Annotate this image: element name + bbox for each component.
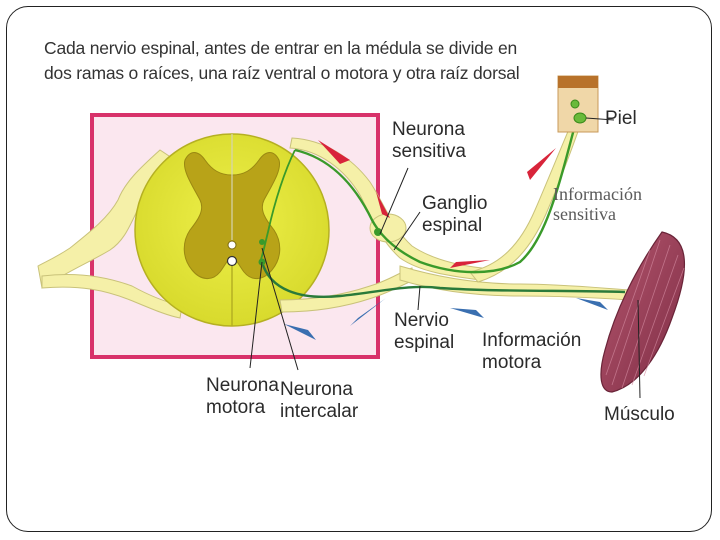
label-ganglio-2: espinal bbox=[422, 215, 483, 236]
label-nervio-1: Nervio bbox=[394, 310, 449, 331]
label-ganglio-espinal: Ganglio espinal bbox=[422, 193, 488, 237]
label-piel: Piel bbox=[605, 108, 637, 130]
label-neurona-motora-2: motora bbox=[206, 397, 266, 418]
central-canal-lower bbox=[226, 255, 238, 267]
label-neurona-sensitiva-1: Neurona bbox=[392, 119, 465, 140]
left-spinal-nerve bbox=[37, 149, 176, 289]
label-neurona-sensitiva-2: sensitiva bbox=[392, 141, 466, 162]
label-piel-text: Piel bbox=[605, 108, 637, 129]
label-neurona-intercalar-2: intercalar bbox=[280, 401, 359, 422]
caption-line-1: Cada nervio espinal, antes de entrar en … bbox=[44, 38, 518, 58]
label-info-sensitiva-1: Información bbox=[553, 184, 642, 204]
label-neurona-intercalar-1: Neurona bbox=[280, 379, 353, 400]
label-info-motora-2: motora bbox=[482, 352, 542, 373]
muscle bbox=[600, 231, 686, 393]
sensory-arrow-top bbox=[318, 140, 350, 164]
skin-receptor bbox=[573, 112, 587, 124]
motor-neuron-fiber bbox=[260, 261, 626, 298]
motor-arrow-end bbox=[576, 298, 608, 310]
label-neurona-sensitiva: Neurona sensitiva bbox=[392, 119, 466, 163]
label-neurona-motora-1: Neurona bbox=[206, 375, 279, 396]
label-nervio-2: espinal bbox=[394, 332, 455, 353]
label-nervio-espinal: Nervio espinal bbox=[394, 310, 454, 354]
skin-receptor-2 bbox=[570, 99, 580, 109]
sensory-arrows bbox=[318, 140, 556, 268]
label-informacion-motora: Información motora bbox=[482, 330, 581, 374]
leader-lines bbox=[249, 117, 641, 399]
caption-line-2: dos ramas o raíces, una raíz ventral o m… bbox=[44, 63, 520, 83]
label-neurona-motora: Neurona motora bbox=[206, 375, 279, 419]
label-ganglio-1: Ganglio bbox=[422, 193, 488, 214]
label-informacion-sensitiva: Información sensitiva bbox=[553, 184, 642, 224]
sensory-arrow-branch bbox=[527, 148, 556, 180]
skin-epidermis bbox=[558, 76, 598, 88]
central-canal bbox=[227, 240, 237, 250]
motor-arrow-trunk bbox=[450, 308, 484, 318]
sensory-arrow-ganglion bbox=[376, 192, 390, 218]
spinal-ganglion bbox=[369, 213, 407, 243]
motor-arrow-mid bbox=[350, 298, 386, 326]
interneuron-body bbox=[259, 239, 265, 245]
label-info-motora-1: Información bbox=[482, 330, 582, 351]
label-info-sensitiva-2: sensitiva bbox=[553, 204, 616, 224]
label-musculo: Músculo bbox=[604, 404, 675, 426]
sensory-arrow-trunk bbox=[450, 260, 490, 268]
sensory-neuron-fiber bbox=[294, 124, 577, 274]
caption: Cada nervio espinal, antes de entrar en … bbox=[44, 36, 564, 86]
motor-arrows bbox=[284, 298, 608, 340]
motor-arrow-root bbox=[284, 324, 316, 340]
sensory-neuron-central bbox=[259, 149, 296, 263]
label-musculo-text: Músculo bbox=[604, 404, 675, 425]
label-neurona-intercalar: Neurona intercalar bbox=[280, 379, 358, 423]
